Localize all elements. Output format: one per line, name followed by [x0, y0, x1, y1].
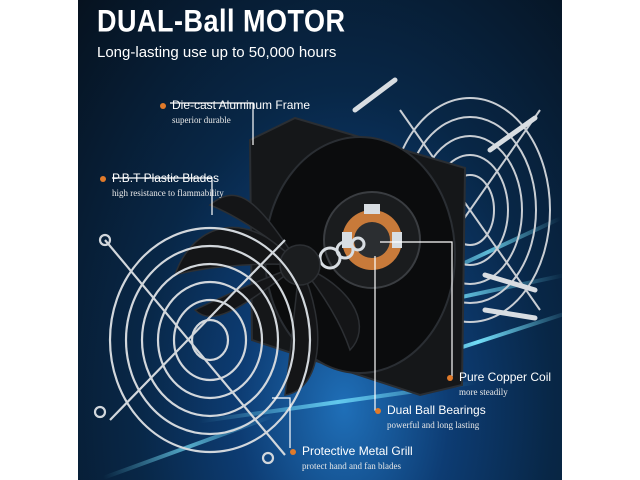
feature-description: high resistance to flammability — [112, 188, 224, 198]
feature-description: superior durable — [172, 115, 231, 125]
feature-bullet-icon — [290, 449, 296, 455]
feature-bullet-icon — [447, 375, 453, 381]
feature-title: Protective Metal Grill — [302, 444, 413, 458]
feature-bullet-icon — [100, 176, 106, 182]
headline-title: DUAL-Ball MOTOR — [97, 4, 346, 39]
motor-hub — [323, 191, 421, 289]
feature-title: Die-cast Aluminum Frame — [172, 98, 311, 112]
feature-description: powerful and long lasting — [387, 420, 480, 430]
ball-bearings — [318, 236, 366, 270]
feature-title: Dual Ball Bearings — [387, 403, 486, 417]
feature-title: Pure Copper Coil — [459, 370, 552, 384]
mounting-screws — [352, 77, 538, 321]
feature-title: P.B.T Plastic Blades — [112, 171, 219, 185]
headline-subtitle: Long-lasting use up to 50,000 hours — [97, 44, 337, 61]
feature-description: more steadily — [459, 387, 508, 397]
feature-bullet-icon — [160, 103, 166, 109]
feature-bullet-icon — [375, 408, 381, 414]
feature-description: protect hand and fan blades — [302, 461, 401, 471]
front-metal-grill — [93, 226, 312, 465]
